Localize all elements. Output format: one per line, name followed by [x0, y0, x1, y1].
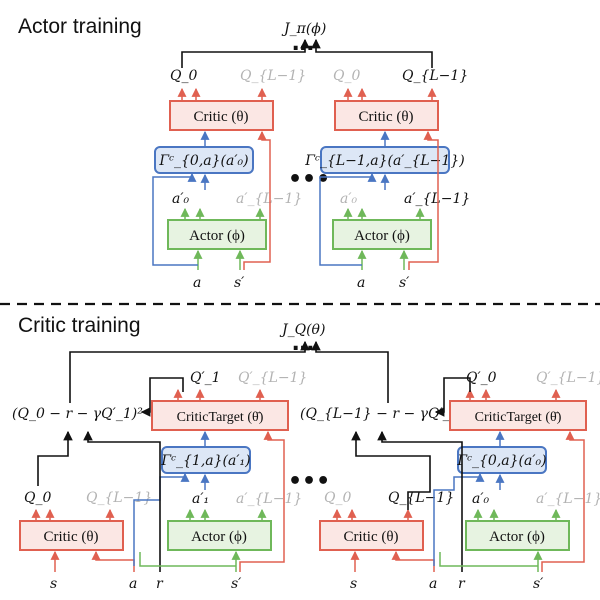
- critic-objective-wires: [69, 340, 389, 403]
- critic-left-input-s: s: [50, 576, 57, 592]
- critic-left-actor-box: [167, 520, 272, 551]
- critic-right-gamma-box: [457, 446, 547, 474]
- actor-left-actor-box: [167, 219, 267, 250]
- critic-left-critic-label: Critic (θ): [43, 529, 98, 545]
- critic-left-input-sp: s′: [231, 576, 242, 592]
- actor-right-q-first: Q_0: [333, 68, 360, 84]
- actor-right-gamma-label: Γᶜ_{L−1,a}(a′_{L−1}): [304, 153, 464, 169]
- actor-left-column: Q_0 Q_{L−1} Critic (θ) Γᶜ_{0,a}(a′₀) a′₀…: [152, 68, 306, 291]
- actor-left-a-first: a′₀: [172, 191, 190, 207]
- actor-left-critic-label: Critic (θ): [193, 109, 248, 125]
- actor-left-q-last: Q_{L−1}: [240, 68, 306, 84]
- actor-right-a-last: a′_{L−1}: [404, 191, 470, 207]
- critic-left-input-a: a: [129, 576, 137, 592]
- critic-objective-label: J_Q(θ): [279, 322, 325, 338]
- critic-right-actor-label: Actor (ϕ): [489, 529, 545, 545]
- critic-right-actor-box: [465, 520, 570, 551]
- critic-left-a-first: a′₁: [192, 491, 209, 507]
- critic-left-a-last: a′_{L−1}: [236, 491, 302, 507]
- actor-right-critic-box: [334, 100, 439, 131]
- critic-left-target-q-first: Q′_1: [190, 370, 221, 386]
- critic-right-input-sp: s′: [533, 576, 544, 592]
- actor-right-input-a: a: [357, 275, 365, 291]
- critic-left-loss: (Q_0 − r − γQ′_1)²: [12, 406, 143, 422]
- critic-right-critic-box: [319, 520, 424, 551]
- actor-left-gamma-box: [154, 146, 254, 174]
- critic-right-input-r: r: [458, 576, 466, 592]
- actor-right-a-first: a′₀: [340, 191, 358, 207]
- actor-left-input-a: a: [193, 275, 201, 291]
- critic-right-critic-label: Critic (θ): [343, 529, 398, 545]
- critic-left-q-first: Q_0: [24, 490, 51, 506]
- actor-left-q-first: Q_0: [170, 68, 197, 84]
- critic-left-input-r: r: [156, 576, 164, 592]
- actor-left-critic-box: [169, 100, 274, 131]
- actor-right-actor-label: Actor (ϕ): [354, 228, 410, 244]
- critic-left-gamma-box: [161, 446, 251, 474]
- critic-right-input-a: a: [429, 576, 437, 592]
- critic-right-section: (Q_{L−1} − r − γQ′_0)² Q′_0 Q′_{L−1} Cri…: [300, 370, 600, 592]
- actor-left-actor-label: Actor (ϕ): [189, 228, 245, 244]
- critic-left-actor-label: Actor (ϕ): [191, 529, 247, 545]
- critic-left-target-box: [151, 400, 289, 431]
- actor-right-critic-label: Critic (θ): [358, 109, 413, 125]
- actor-right-q-last: Q_{L−1}: [402, 68, 468, 84]
- actor-left-gamma-label: Γᶜ_{0,a}(a′₀): [158, 153, 248, 169]
- actor-objective-label: J_π(ϕ): [281, 21, 326, 37]
- critic-right-input-s: s: [350, 576, 357, 592]
- critic-left-section: (Q_0 − r − γQ′_1)² Q′_1 Q′_{L−1} CriticT…: [12, 370, 307, 592]
- critic-left-target-label: CriticTarget (θ̄): [177, 410, 264, 425]
- actor-right-actor-box: [332, 219, 432, 250]
- critic-right-target-q-last: Q′_{L−1}: [536, 370, 600, 386]
- critic-right-loss: (Q_{L−1} − r − γQ′_0)²: [300, 406, 470, 422]
- critic-left-target-q-last: Q′_{L−1}: [238, 370, 307, 386]
- critic-training-title: Critic training: [18, 314, 141, 337]
- critic-right-gamma-label: Γᶜ_{0,a}(a′₀): [456, 453, 546, 469]
- actor-left-a-last: a′_{L−1}: [236, 191, 302, 207]
- critic-left-gamma-label: Γᶜ_{1,a}(a′₁): [160, 453, 250, 469]
- actor-right-gamma-box: [320, 146, 450, 174]
- critic-right-q-last: Q_{L−1}: [388, 490, 454, 506]
- critic-left-critic-box: [19, 520, 124, 551]
- critic-between-dots: •••: [288, 469, 330, 494]
- actor-right-column: Q_0 Q_{L−1} Critic (θ) Γᶜ_{L−1,a}(a′_{L−…: [304, 68, 470, 291]
- critic-left-q-last: Q_{L−1}: [86, 490, 152, 506]
- actor-objective-wires: [181, 38, 433, 68]
- critic-right-target-box: [449, 400, 587, 431]
- critic-right-a-first: a′₀: [472, 491, 490, 507]
- actor-training-title: Actor training: [18, 15, 142, 38]
- critic-right-target-q-first: Q′_0: [466, 370, 497, 386]
- critic-right-a-last: a′_{L−1}: [536, 491, 600, 507]
- actor-right-input-s: s′: [399, 275, 410, 291]
- critic-right-target-label: CriticTarget (θ̄): [475, 410, 562, 425]
- critic-right-q-first: Q_0: [324, 490, 351, 506]
- actor-left-input-s: s′: [234, 275, 245, 291]
